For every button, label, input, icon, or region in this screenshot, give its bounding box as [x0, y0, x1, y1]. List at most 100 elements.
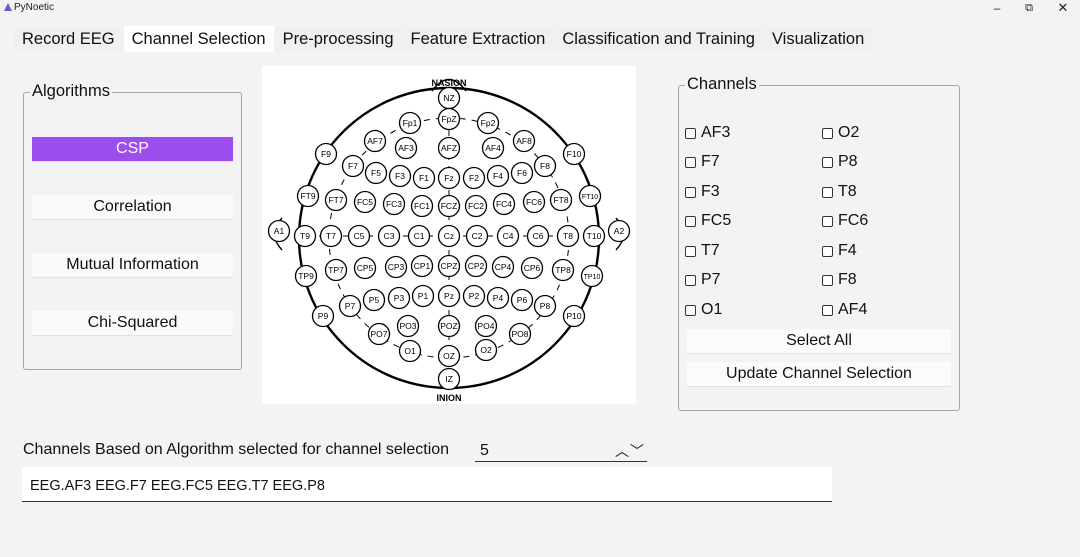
electrode-pz: Pz: [437, 284, 461, 308]
electrode-circle: [353, 256, 377, 280]
electrode-label: FT9: [300, 191, 315, 201]
algorithms-group: Algorithms CSP Correlation Mutual Inform…: [23, 82, 242, 370]
electrode-label: Cz: [444, 231, 454, 241]
checkbox-box[interactable]: [822, 304, 833, 316]
electrode-p7: P7: [338, 294, 362, 318]
channel-checkbox-f8[interactable]: F8: [822, 271, 857, 289]
tab-visualization[interactable]: Visualization: [763, 26, 873, 52]
nasion-label: NASION: [431, 78, 466, 88]
electrode-o1: O1: [398, 339, 422, 363]
electrode-circle: [533, 154, 557, 178]
electrode-label: CP5: [357, 263, 374, 273]
electrode-cp6: CP6: [520, 256, 544, 280]
channel-checkbox-t7[interactable]: T7: [685, 242, 720, 260]
electrode-po7: PO7: [367, 322, 391, 346]
electrode-circle: [437, 344, 461, 368]
checkbox-box[interactable]: [685, 186, 696, 198]
csp-button[interactable]: CSP: [32, 137, 233, 161]
electrode-circle: [377, 224, 401, 248]
mutual-information-button[interactable]: Mutual Information: [32, 253, 233, 277]
electrode-circle: [520, 256, 544, 280]
update-channel-selection-button[interactable]: Update Channel Selection: [687, 362, 951, 386]
channel-checkbox-af4[interactable]: AF4: [822, 301, 867, 319]
electrode-c6: C6: [526, 224, 550, 248]
channel-checkbox-p7[interactable]: P7: [685, 271, 721, 289]
electrode-f4: F4: [486, 164, 510, 188]
channel-count-spinbox[interactable]: 5 ︿﹀: [475, 439, 647, 462]
electrode-f10: F10: [562, 142, 586, 166]
maximize-icon[interactable]: ⧉: [1025, 2, 1033, 14]
checkbox-box[interactable]: [822, 245, 833, 257]
electrode-label: CP6: [524, 263, 541, 273]
electrode-fc1: FC1: [410, 194, 434, 218]
electrode-circle: [556, 224, 580, 248]
channel-count-value[interactable]: 5: [480, 442, 489, 459]
electrode-ft10: FT10: [578, 184, 602, 208]
electrode-fc5: FC5: [353, 190, 377, 214]
electrode-circle: [486, 286, 510, 310]
minimize-icon[interactable]: –: [993, 1, 1001, 15]
checkbox-box[interactable]: [822, 127, 833, 139]
electrode-p10: P10: [562, 304, 586, 328]
channel-checkbox-f4[interactable]: F4: [822, 242, 857, 260]
channel-checkbox-o2[interactable]: O2: [822, 124, 859, 142]
tab-pre-processing[interactable]: Pre-processing: [274, 26, 402, 52]
electrode-circle: [437, 254, 461, 278]
electrode-fcz: FCZ: [437, 194, 461, 218]
electrode-label: O2: [480, 345, 492, 355]
electrode-circle: [319, 224, 343, 248]
electrode-tp8: TP8: [551, 258, 575, 282]
electrode-label: FT7: [328, 195, 343, 205]
channel-checkbox-fc6[interactable]: FC6: [822, 212, 868, 230]
electrode-circle: [364, 161, 388, 185]
electrode-f8: F8: [533, 154, 557, 178]
channel-checkbox-f3[interactable]: F3: [685, 183, 720, 201]
channel-checkbox-fc5[interactable]: FC5: [685, 212, 731, 230]
channel-checkbox-o1[interactable]: O1: [685, 301, 722, 319]
chi-squared-button[interactable]: Chi-Squared: [32, 311, 233, 335]
checkbox-box[interactable]: [822, 274, 833, 286]
tab-channel-selection[interactable]: Channel Selection: [123, 26, 274, 52]
electrode-cpz: CPZ: [437, 254, 461, 278]
electrode-f2: F2: [462, 166, 486, 190]
checkbox-box[interactable]: [685, 215, 696, 227]
spin-arrows-icon[interactable]: ︿﹀: [615, 443, 645, 459]
electrode-oz: OZ: [437, 344, 461, 368]
close-icon[interactable]: ✕: [1057, 0, 1069, 15]
checkbox-box[interactable]: [685, 274, 696, 286]
electrode-label: P6: [517, 295, 528, 305]
checkbox-box[interactable]: [822, 186, 833, 198]
electrode-f7: F7: [341, 154, 365, 178]
electrode-ft7: FT7: [324, 188, 348, 212]
select-all-button[interactable]: Select All: [687, 329, 951, 353]
correlation-button[interactable]: Correlation: [32, 195, 233, 219]
electrode-circle: [394, 136, 418, 160]
tab-feature-extraction[interactable]: Feature Extraction: [402, 26, 554, 52]
channel-checkbox-p8[interactable]: P8: [822, 153, 858, 171]
channel-label: T8: [838, 183, 857, 200]
electrode-label: P8: [540, 301, 551, 311]
checkbox-box[interactable]: [685, 127, 696, 139]
electrode-circle: [437, 224, 461, 248]
electrode-tp10: TP10: [580, 264, 604, 288]
electrode-f5: F5: [364, 161, 388, 185]
checkbox-box[interactable]: [685, 245, 696, 257]
checkbox-box[interactable]: [822, 215, 833, 227]
channel-checkbox-t8[interactable]: T8: [822, 183, 857, 201]
channel-checkbox-af3[interactable]: AF3: [685, 124, 730, 142]
inion-label: INION: [436, 393, 461, 403]
checkbox-box[interactable]: [685, 304, 696, 316]
checkbox-box[interactable]: [685, 156, 696, 168]
electrode-circle: [437, 166, 461, 190]
tab-classification-and-training[interactable]: Classification and Training: [554, 26, 763, 52]
checkbox-box[interactable]: [822, 156, 833, 168]
electrode-circle: [437, 284, 461, 308]
channel-checkbox-f7[interactable]: F7: [685, 153, 720, 171]
electrode-label: IZ: [445, 374, 453, 384]
electrode-f6: F6: [510, 161, 534, 185]
electrode-circle: [476, 111, 500, 135]
tab-record-eeg[interactable]: Record EEG: [14, 26, 123, 52]
electrode-label: FC4: [496, 199, 512, 209]
electrode-label: T9: [300, 231, 310, 241]
electrode-label: FT10: [582, 194, 598, 201]
